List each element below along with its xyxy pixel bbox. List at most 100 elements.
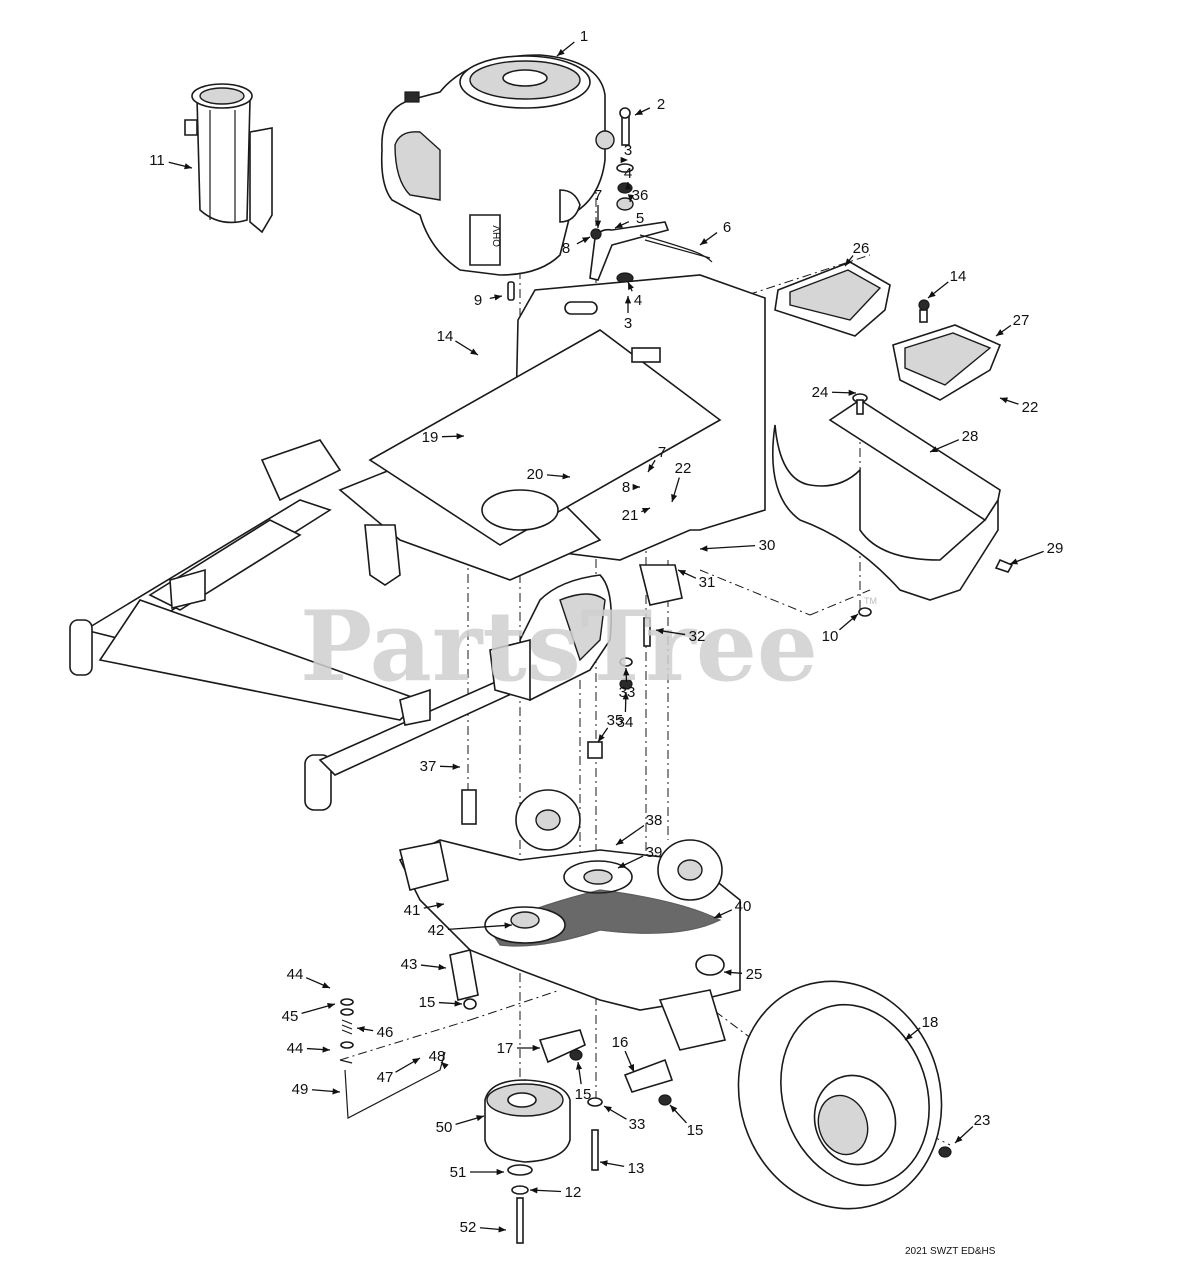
callout-number: 47 bbox=[377, 1069, 394, 1086]
callout-39[interactable]: 39 bbox=[617, 844, 663, 869]
callout-number: 22 bbox=[675, 460, 692, 477]
callout-22[interactable]: 22 bbox=[671, 460, 692, 503]
callout-44[interactable]: 44 bbox=[287, 1040, 331, 1057]
callout-15[interactable]: 15 bbox=[575, 1061, 592, 1103]
callout-4[interactable]: 4 bbox=[624, 165, 632, 190]
shield-27[interactable] bbox=[892, 299, 1002, 401]
arrowhead-icon bbox=[557, 48, 565, 56]
callout-34[interactable]: 34 bbox=[617, 691, 634, 731]
muffler-part[interactable] bbox=[184, 83, 273, 234]
callout-42[interactable]: 42 bbox=[428, 922, 513, 939]
callout-11[interactable]: 11 bbox=[149, 152, 193, 170]
callout-number: 18 bbox=[922, 1014, 939, 1031]
callout-33[interactable]: 33 bbox=[603, 1105, 645, 1133]
callout-41[interactable]: 41 bbox=[404, 902, 445, 919]
callout-9[interactable]: 9 bbox=[474, 292, 503, 309]
callout-44[interactable]: 44 bbox=[287, 966, 331, 989]
callout-number: 3 bbox=[624, 142, 632, 159]
callout-48[interactable]: 48 bbox=[429, 1048, 449, 1070]
callout-35[interactable]: 35 bbox=[597, 712, 623, 743]
callout-3[interactable]: 3 bbox=[624, 296, 632, 332]
callout-7[interactable]: 7 bbox=[594, 187, 602, 228]
callout-30[interactable]: 30 bbox=[699, 537, 775, 554]
callout-22[interactable]: 22 bbox=[999, 397, 1038, 416]
callout-14[interactable]: 14 bbox=[927, 268, 966, 299]
callout-number: 46 bbox=[377, 1024, 394, 1041]
callout-number: 8 bbox=[562, 240, 570, 257]
callout-31[interactable]: 31 bbox=[677, 569, 715, 591]
callout-21[interactable]: 21 bbox=[622, 507, 651, 524]
callout-number: 16 bbox=[612, 1034, 629, 1051]
callout-number: 7 bbox=[658, 444, 666, 461]
callout-20[interactable]: 20 bbox=[527, 466, 571, 483]
callout-13[interactable]: 13 bbox=[599, 1160, 645, 1177]
callout-7[interactable]: 7 bbox=[647, 444, 666, 473]
callout-3[interactable]: 3 bbox=[620, 142, 633, 164]
arrowhead-icon bbox=[494, 294, 502, 301]
callout-37[interactable]: 37 bbox=[420, 758, 461, 775]
guard-28[interactable] bbox=[772, 393, 1014, 617]
callout-1[interactable]: 1 bbox=[556, 28, 588, 57]
callout-45[interactable]: 45 bbox=[282, 1003, 336, 1025]
arrowhead-icon bbox=[600, 1160, 608, 1167]
side-bracket[interactable] bbox=[461, 564, 683, 825]
callout-17[interactable]: 17 bbox=[497, 1040, 540, 1057]
callout-50[interactable]: 50 bbox=[436, 1115, 485, 1136]
arrowhead-icon bbox=[850, 614, 858, 622]
arrowhead-icon bbox=[476, 1115, 484, 1122]
callout-number: 13 bbox=[628, 1160, 645, 1177]
callout-14[interactable]: 14 bbox=[437, 328, 479, 356]
engine-part[interactable]: OHV bbox=[380, 54, 615, 276]
arrowhead-icon bbox=[532, 1044, 540, 1052]
callout-10[interactable]: 10 bbox=[822, 613, 859, 645]
callout-19[interactable]: 19 bbox=[422, 429, 465, 446]
callout-5[interactable]: 5 bbox=[614, 210, 644, 229]
callout-25[interactable]: 25 bbox=[723, 966, 762, 983]
callout-4[interactable]: 4 bbox=[627, 281, 642, 309]
arrowhead-icon bbox=[845, 258, 852, 266]
callout-40[interactable]: 40 bbox=[713, 898, 751, 919]
callout-number: 39 bbox=[646, 844, 663, 861]
callout-8[interactable]: 8 bbox=[562, 236, 591, 257]
leader-line bbox=[699, 544, 756, 550]
arrowhead-icon bbox=[322, 982, 330, 988]
callout-6[interactable]: 6 bbox=[699, 219, 731, 246]
callout-26[interactable]: 26 bbox=[844, 240, 869, 267]
callout-18[interactable]: 18 bbox=[904, 1014, 939, 1041]
callout-24[interactable]: 24 bbox=[812, 384, 857, 401]
arrowhead-icon bbox=[357, 1026, 365, 1033]
arrowhead-icon bbox=[184, 163, 192, 170]
callout-15[interactable]: 15 bbox=[669, 1104, 703, 1139]
callout-27[interactable]: 27 bbox=[995, 312, 1029, 337]
callout-43[interactable]: 43 bbox=[401, 956, 447, 973]
callout-number: 36 bbox=[632, 187, 649, 204]
callout-number: 1 bbox=[580, 28, 588, 45]
callout-46[interactable]: 46 bbox=[356, 1024, 394, 1041]
callout-52[interactable]: 52 bbox=[460, 1219, 507, 1236]
callout-33[interactable]: 33 bbox=[619, 667, 636, 701]
callout-12[interactable]: 12 bbox=[529, 1184, 581, 1201]
callout-49[interactable]: 49 bbox=[292, 1081, 341, 1098]
diagram-reference: 2021 SWZT ED&HS bbox=[905, 1246, 996, 1257]
chassis-frame[interactable] bbox=[69, 274, 766, 811]
arrowhead-icon bbox=[623, 668, 630, 676]
callout-51[interactable]: 51 bbox=[450, 1164, 504, 1181]
lower-hardware[interactable] bbox=[339, 998, 674, 1244]
callout-8[interactable]: 8 bbox=[622, 479, 640, 496]
shield-26[interactable] bbox=[774, 261, 891, 337]
callout-38[interactable]: 38 bbox=[615, 812, 662, 846]
arrowhead-icon bbox=[618, 862, 626, 868]
callout-23[interactable]: 23 bbox=[954, 1112, 990, 1144]
callout-36[interactable]: 36 bbox=[627, 187, 649, 204]
transmission-assembly[interactable] bbox=[398, 789, 741, 1051]
callout-28[interactable]: 28 bbox=[929, 428, 978, 453]
callout-16[interactable]: 16 bbox=[612, 1034, 635, 1073]
arrowhead-icon bbox=[620, 156, 628, 164]
callout-47[interactable]: 47 bbox=[377, 1057, 421, 1086]
tire-part[interactable] bbox=[709, 955, 970, 1236]
callout-2[interactable]: 2 bbox=[634, 96, 665, 116]
callout-15[interactable]: 15 bbox=[419, 994, 463, 1011]
callout-32[interactable]: 32 bbox=[655, 628, 705, 645]
callout-29[interactable]: 29 bbox=[1009, 540, 1063, 565]
callout-number: 21 bbox=[622, 507, 639, 524]
